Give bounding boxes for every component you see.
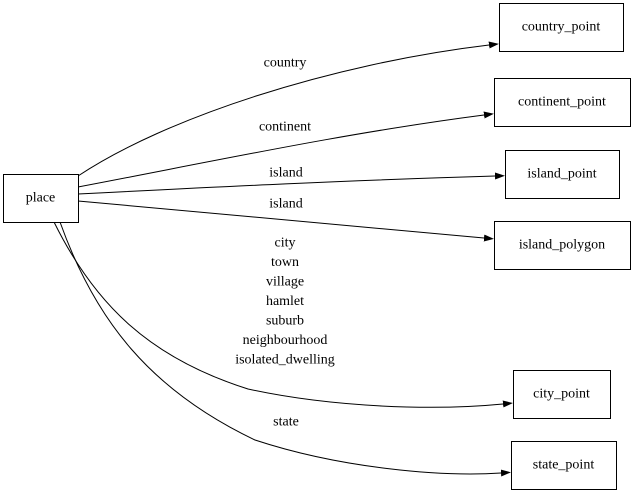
node-label-state_point: state_point — [533, 458, 595, 473]
node-country_point: country_point — [499, 3, 624, 52]
edge-label-island_polygon: island — [269, 197, 302, 212]
node-state_point: state_point — [511, 441, 617, 490]
node-place: place — [3, 174, 79, 223]
edge-place-city_point — [53, 221, 513, 408]
node-box-island_polygon — [494, 221, 631, 270]
edge-label-state_point: state — [273, 415, 299, 430]
edge-place-continent_point — [77, 111, 494, 188]
node-label-continent_point: continent_point — [518, 95, 606, 110]
edge-place-state_point — [59, 221, 511, 477]
edge-place-island_polygon — [77, 200, 494, 242]
edge-place-island_point — [77, 172, 505, 195]
edge-label-island_point: island — [269, 166, 302, 181]
node-island_polygon: island_polygon — [494, 221, 631, 270]
node-box-state_point — [511, 441, 617, 490]
edge-place-country_point — [77, 41, 499, 177]
node-continent_point: continent_point — [494, 78, 631, 127]
node-box-island_point — [505, 150, 620, 199]
node-city_point: city_point — [513, 370, 611, 419]
node-box-place — [3, 174, 79, 223]
edge-label-continent_point: continent — [259, 120, 311, 135]
node-box-city_point — [513, 370, 611, 419]
node-box-country_point — [499, 3, 624, 52]
node-label-island_point: island_point — [527, 167, 596, 182]
node-label-city_point: city_point — [533, 387, 590, 402]
node-box-continent_point — [494, 78, 631, 127]
node-label-country_point: country_point — [522, 20, 601, 35]
node-label-island_polygon: island_polygon — [519, 238, 605, 253]
edge-label-country_point: country — [264, 56, 307, 71]
node-island_point: island_point — [505, 150, 620, 199]
node-label-place: place — [26, 191, 56, 206]
